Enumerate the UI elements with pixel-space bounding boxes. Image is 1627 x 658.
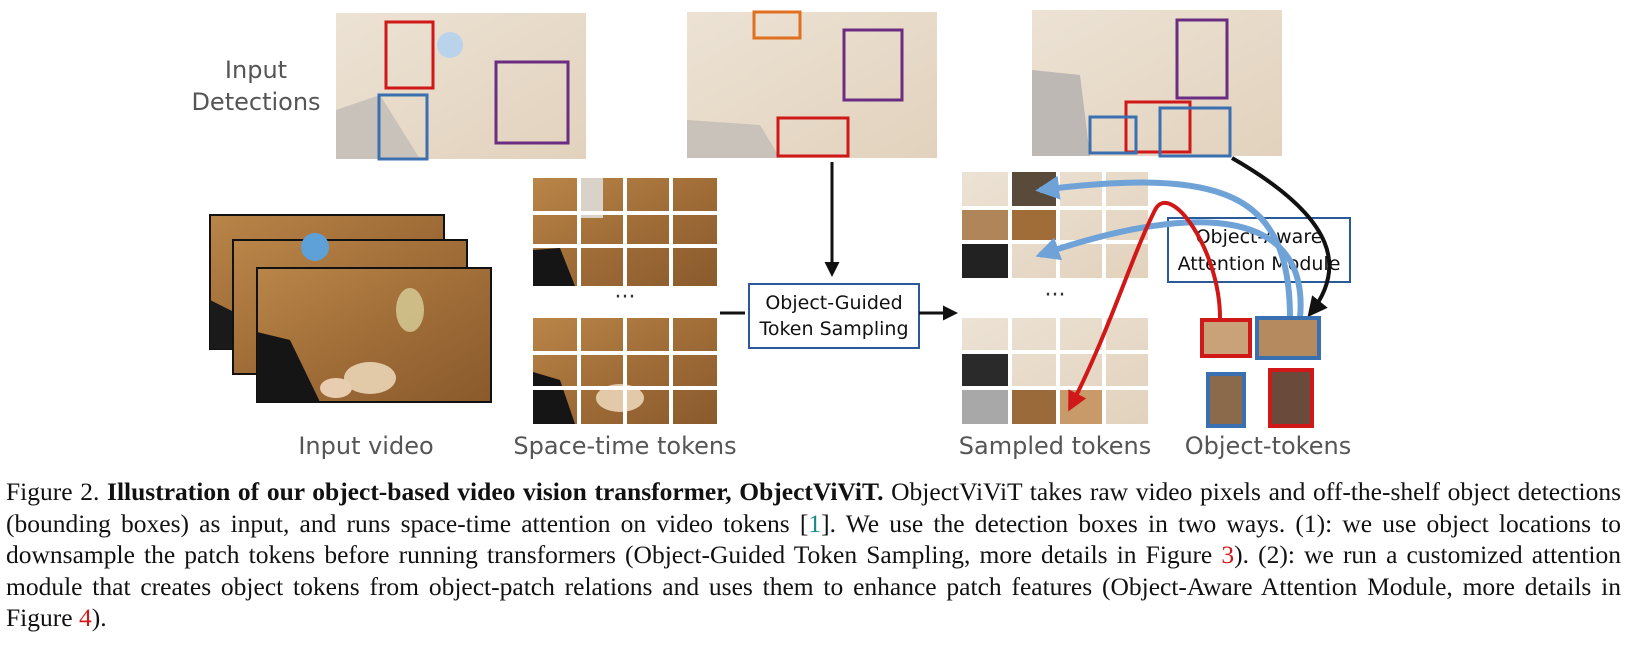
attention-label-1: Object-Aware	[1196, 226, 1323, 248]
architecture-diagram: Input Detections Input vid	[191, 10, 1351, 460]
citation-ref-1[interactable]: 1	[808, 508, 822, 538]
object-guided-token-sampling-box: Object-Guided Token Sampling	[748, 283, 920, 349]
sampled-tokens-bottom	[962, 318, 1148, 424]
input-detections-label-2: Detections	[191, 88, 320, 116]
input-detections-label-1: Input	[225, 56, 287, 84]
spacetime-tokens-label: Space-time tokens	[513, 432, 736, 460]
input-video-label: Input video	[298, 432, 433, 460]
object-tokens	[1200, 316, 1321, 428]
detection-frame-1	[336, 13, 586, 161]
spacetime-ellipsis: ···	[615, 285, 636, 310]
caption-text-1: ObjectViViT takes raw video pixels and o…	[6, 477, 1622, 538]
figure-ref-3[interactable]: 3	[1221, 540, 1235, 569]
object-tokens-label: Object-tokens	[1185, 432, 1351, 460]
caption-text-3: ). (2): we run a customized attention mo…	[6, 540, 1621, 632]
attention-arrow-blue-2	[1035, 219, 1304, 319]
caption-title: Illustration of our object-based video v…	[107, 477, 884, 506]
attention-arrow-blue-1	[1035, 175, 1293, 319]
sampled-ellipsis: ···	[1045, 283, 1066, 308]
sampling-label-2: Token Sampling	[758, 318, 908, 340]
attention-label-2: Attention Module	[1178, 253, 1341, 275]
spacetime-tokens-bottom	[533, 318, 717, 424]
input-video-stack	[209, 214, 492, 403]
caption-text-4: ).	[91, 603, 107, 632]
figure-caption: Figure 2. Illustration of our object-bas…	[6, 476, 1621, 634]
sampled-tokens-label: Sampled tokens	[959, 432, 1151, 460]
caption-label: Figure 2.	[6, 477, 100, 506]
sampling-label-1: Object-Guided	[765, 292, 902, 314]
detection-frame-2	[687, 10, 937, 158]
figure-ref-4[interactable]: 4	[78, 603, 92, 632]
detection-frame-3	[1032, 10, 1282, 158]
attention-arrow-red	[1068, 200, 1222, 412]
arrow-detections-to-object-tokens	[1231, 156, 1332, 318]
caption-text-2: ]. We use the detection boxes in two way…	[6, 508, 1621, 570]
spacetime-tokens-top	[533, 178, 717, 286]
object-aware-attention-module-box: Object-Aware Attention Module	[1167, 217, 1351, 283]
